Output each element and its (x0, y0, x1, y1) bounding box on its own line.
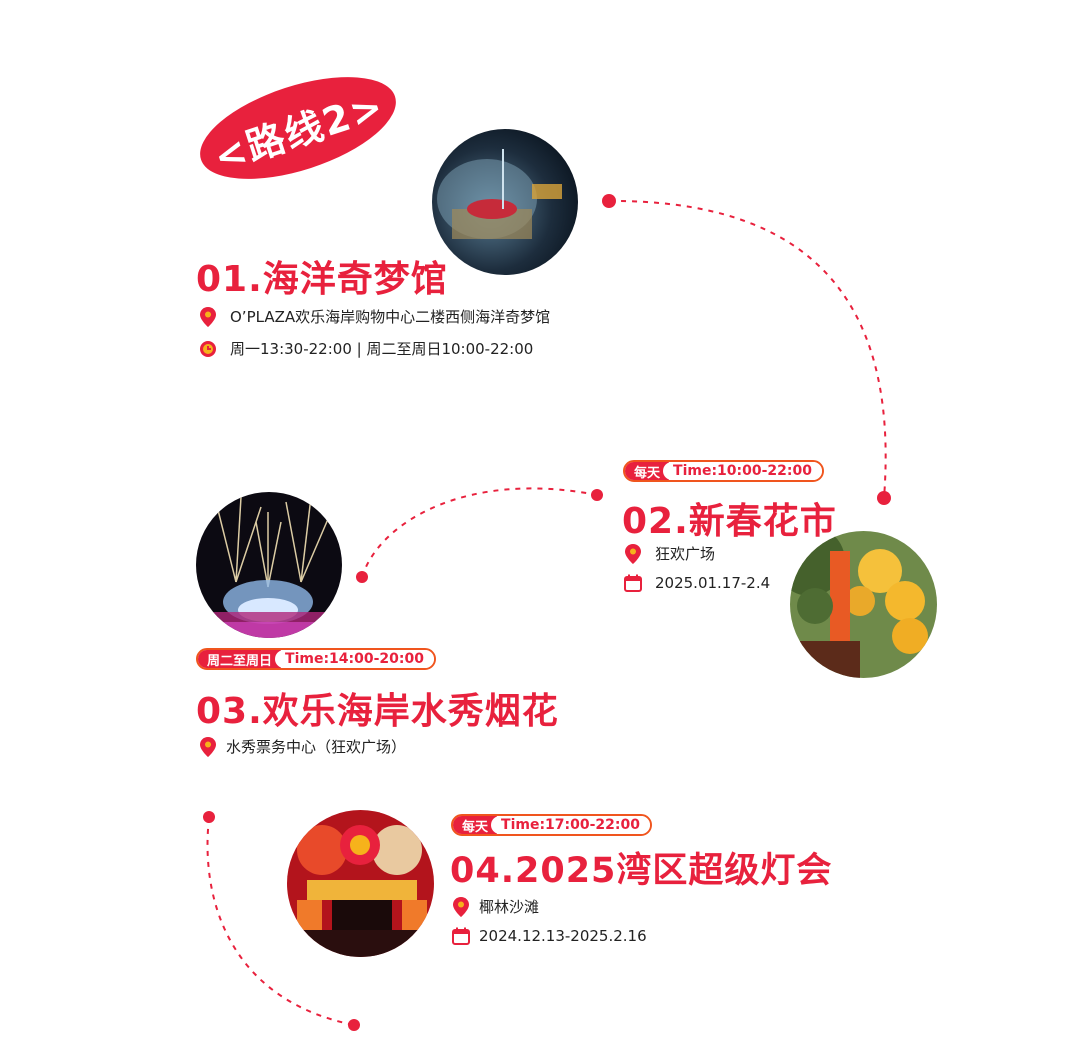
calendar-icon (623, 573, 643, 593)
route-dot (348, 1019, 360, 1031)
stop-3-location: 水秀票务中心（狂欢广场） (226, 738, 407, 756)
stop-4-time: Time:17:00-22:00 (491, 816, 650, 834)
stop-2-location: 狂欢广场 (655, 545, 716, 563)
calendar-icon (451, 926, 471, 946)
route-dot (877, 491, 891, 505)
stop-4-location: 椰林沙滩 (479, 898, 540, 916)
location-pin-icon (198, 306, 218, 327)
stop-3-title: 03.欢乐海岸水秀烟花 (196, 691, 559, 732)
stop-2-date-row: 2025.01.17-2.4 (623, 573, 770, 593)
fireworks-photo (196, 492, 342, 638)
stop-1-title: 01.海洋奇梦馆 (196, 259, 448, 300)
stop-3-day: 周二至周日 (198, 650, 282, 668)
stop-4-date-row: 2024.12.13-2025.2.16 (451, 926, 647, 946)
location-pin-icon (198, 736, 218, 757)
stop-2-time-pill: 每天 Time:10:00-22:00 (623, 460, 824, 482)
stop-2-time: Time:10:00-22:00 (663, 462, 822, 480)
stop-2-date: 2025.01.17-2.4 (655, 574, 771, 592)
stop-4-date: 2024.12.13-2025.2.16 (479, 927, 647, 945)
route-dot (356, 571, 368, 583)
aquarium-photo (432, 129, 578, 275)
location-pin-icon (623, 543, 643, 564)
stop-2-day: 每天 (625, 462, 670, 480)
stop-3-time: Time:14:00-20:00 (275, 650, 434, 668)
stop-3-location-row: 水秀票务中心（狂欢广场） (198, 736, 406, 757)
stop-4-time-pill: 每天 Time:17:00-22:00 (451, 814, 652, 836)
lantern-festival-photo (287, 810, 434, 957)
stop-4-day: 每天 (453, 816, 498, 834)
stop-4-location-row: 椰林沙滩 (451, 896, 539, 917)
stop-1-hours: 周一13:30-22:00 | 周二至周日10:00-22:00 (230, 340, 534, 358)
clock-icon (198, 339, 218, 359)
location-pin-icon (451, 896, 471, 917)
route-dot (591, 489, 603, 501)
stop-2-title: 02.新春花市 (622, 501, 837, 542)
stop-3-time-pill: 周二至周日 Time:14:00-20:00 (196, 648, 436, 670)
stop-2-location-row: 狂欢广场 (623, 543, 715, 564)
stop-1-hours-row: 周一13:30-22:00 | 周二至周日10:00-22:00 (198, 338, 533, 359)
stop-4-title: 04.2025湾区超级灯会 (450, 851, 833, 891)
route-dot (602, 194, 616, 208)
stop-1-location-row: O’PLAZA欢乐海岸购物中心二楼西侧海洋奇梦馆 (198, 306, 550, 327)
route-dot (203, 811, 215, 823)
stop-1-location: O’PLAZA欢乐海岸购物中心二楼西侧海洋奇梦馆 (230, 308, 551, 326)
flower-market-photo (790, 531, 937, 678)
